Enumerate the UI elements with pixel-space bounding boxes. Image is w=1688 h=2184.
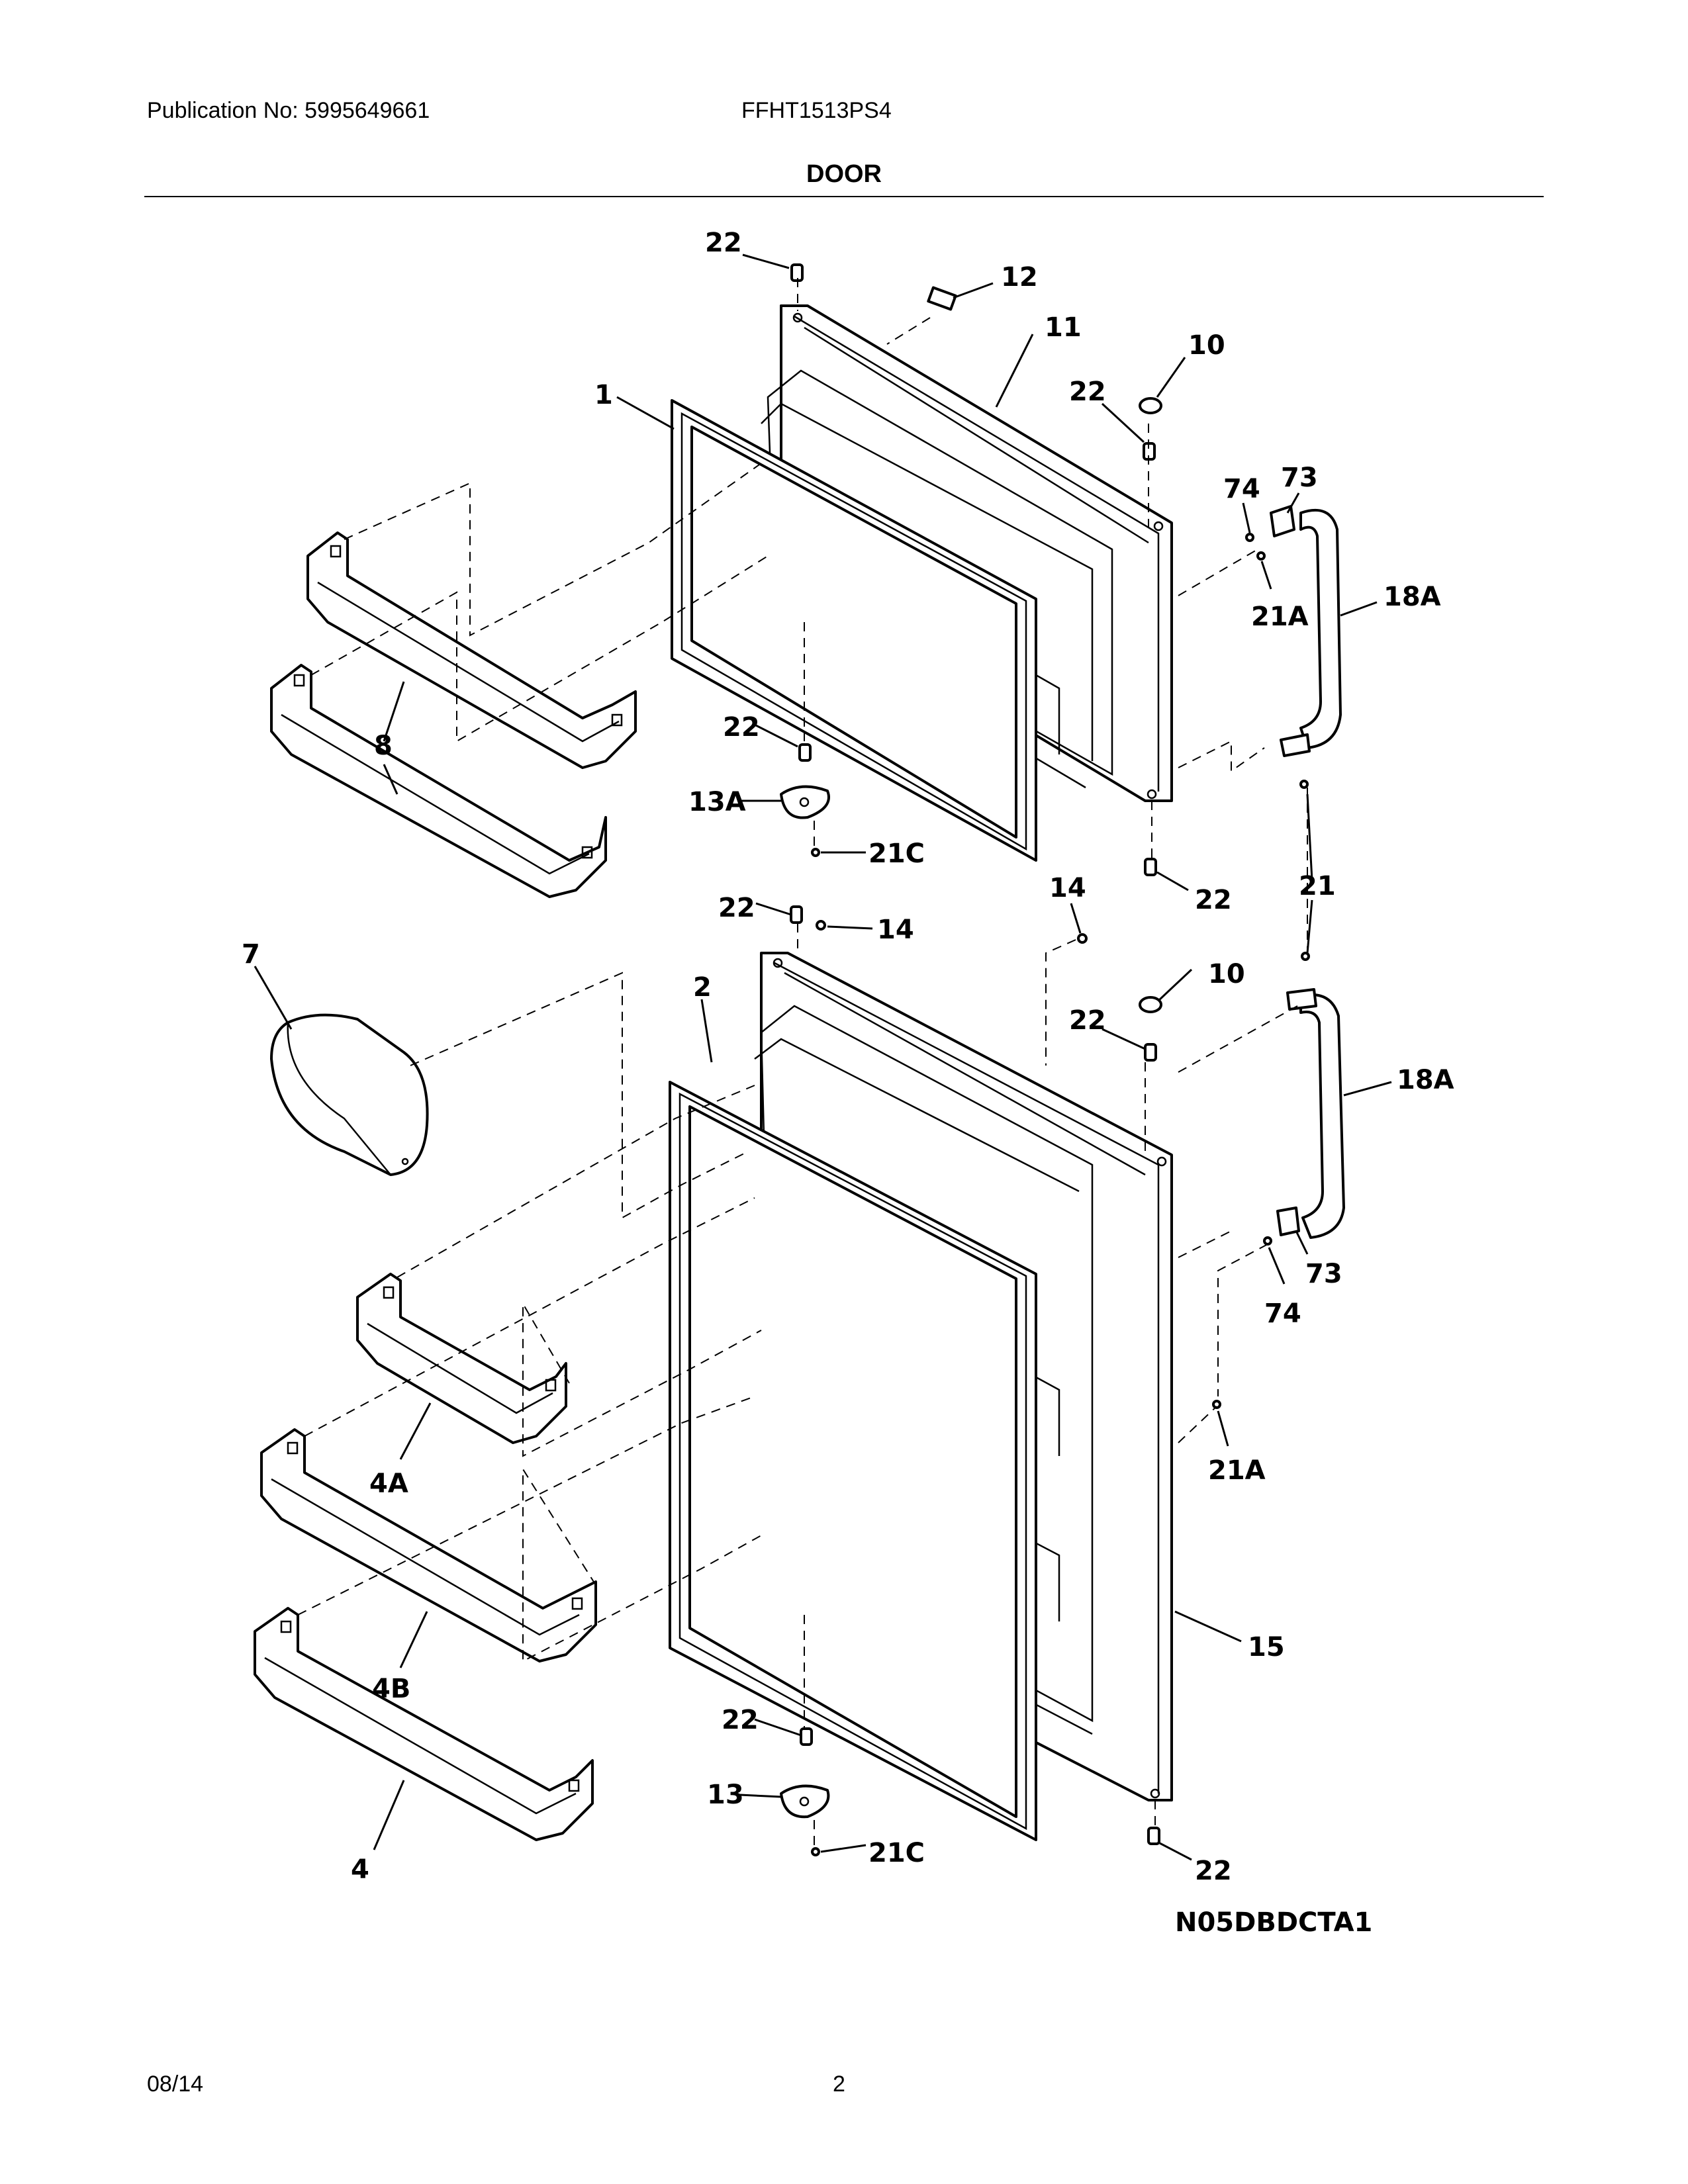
screws-freezer xyxy=(790,263,1162,876)
fresh-food-handle xyxy=(1263,952,1345,1246)
dairy-compartment-cover xyxy=(270,1013,429,1176)
callout-18A-top: 18A xyxy=(1383,582,1441,612)
callout-14-mid: 14 xyxy=(877,915,914,945)
callout-22-top: 22 xyxy=(705,228,742,258)
door-shelf-4B xyxy=(260,1428,597,1662)
callout-21C-top: 21C xyxy=(868,839,925,869)
callout-2: 2 xyxy=(693,972,712,1003)
door-shelf-4A xyxy=(356,1273,567,1444)
model-number: FFHT1513PS4 xyxy=(741,98,892,123)
leader-lines xyxy=(254,253,1392,1861)
callout-22-bottom-right-top: 22 xyxy=(1195,885,1232,915)
callout-22-right-top: 22 xyxy=(1069,377,1106,407)
callout-73-bottom: 73 xyxy=(1305,1259,1342,1289)
callout-12: 12 xyxy=(1001,262,1038,293)
callout-8: 8 xyxy=(374,731,393,761)
freezer-shelf-upper xyxy=(306,531,637,769)
freezer-door-gasket xyxy=(671,399,1037,862)
callout-7: 7 xyxy=(242,939,260,970)
callout-15: 15 xyxy=(1248,1632,1285,1662)
publication-number: Publication No: 5995649661 xyxy=(147,98,430,123)
callout-22-right-bottom: 22 xyxy=(1069,1005,1106,1036)
callout-21A-top: 21A xyxy=(1251,602,1309,632)
fresh-food-door-gasket xyxy=(669,1081,1037,1841)
callout-1: 1 xyxy=(594,380,613,410)
callout-21A-bottom: 21A xyxy=(1208,1455,1266,1486)
callout-10-top: 10 xyxy=(1188,330,1225,361)
section-title: DOOR xyxy=(806,160,882,188)
callout-14-right: 14 xyxy=(1049,873,1086,903)
callout-10-bottom: 10 xyxy=(1208,959,1245,989)
callout-22-hinge-bottom: 22 xyxy=(722,1705,759,1735)
callout-13A: 13A xyxy=(688,787,746,817)
callout-4: 4 xyxy=(351,1854,369,1885)
callout-labels: 22 12 11 10 22 1 74 73 18A 21A 8 22 13A … xyxy=(242,228,1454,1938)
callout-21: 21 xyxy=(1299,871,1336,901)
callout-22-bottom: 22 xyxy=(1195,1856,1232,1886)
callout-74-top: 74 xyxy=(1223,474,1260,504)
header-rule xyxy=(144,196,1544,197)
callout-13: 13 xyxy=(707,1780,744,1810)
callout-73-top: 73 xyxy=(1281,463,1318,493)
alignment-lines xyxy=(297,278,1308,1850)
footer-page-number: 2 xyxy=(833,2071,845,2097)
fresh-food-hinge-13 xyxy=(780,1784,830,1819)
callout-18A-bottom: 18A xyxy=(1397,1065,1454,1095)
freezer-hinge-13A xyxy=(780,785,830,819)
freezer-handle xyxy=(1245,505,1342,789)
callout-4A: 4A xyxy=(369,1469,408,1499)
callout-74-bottom: 74 xyxy=(1264,1298,1301,1329)
callout-11: 11 xyxy=(1045,312,1082,343)
callout-4B: 4B xyxy=(372,1674,410,1704)
footer-date: 08/14 xyxy=(147,2071,204,2097)
callout-22-mid: 22 xyxy=(718,893,755,923)
callout-21C-bottom: 21C xyxy=(868,1838,925,1868)
diagram-code: N05DBDCTA1 xyxy=(1175,1907,1372,1938)
freezer-shelf-lower xyxy=(270,664,607,898)
callout-22-hinge-top: 22 xyxy=(723,712,760,743)
